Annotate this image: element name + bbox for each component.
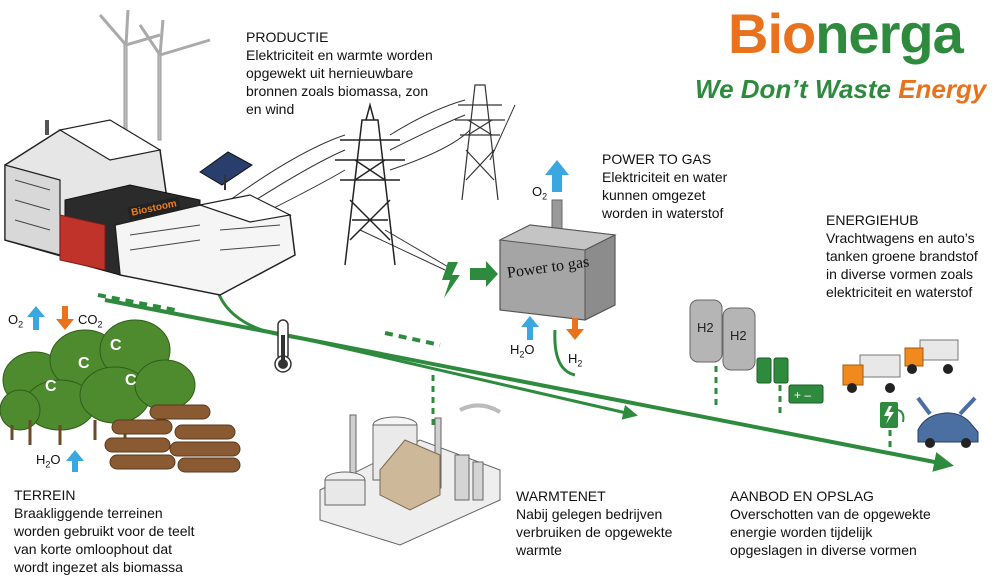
co2-label-terrein: CO2 [78,312,103,330]
pylon-small [455,84,505,201]
tree-carbon-letter: C [110,337,122,354]
warmtenet-block: WARMTENET Nabij gelegen bedrijven verbru… [516,487,672,559]
solar-panel-icon [199,151,253,190]
terrein-block: TERREIN Braakliggende terreinen worden g… [14,486,195,576]
h2-arrow-down-icon [566,318,584,340]
warmtenet-text: Nabij gelegen bedrijven verbruiken de op… [516,506,673,558]
terrein-o2-arrow-icon [27,306,45,330]
tree-carbon-letter: C [125,372,137,389]
warmtenet-heading: WARMTENET [516,488,606,504]
trucks-icon [842,339,959,393]
productie-block: PRODUCTIE Elektriciteit en warmte worden… [246,28,433,118]
aanbod-heading: AANBOD EN OPSLAG [730,488,874,504]
pylon-large [335,102,405,266]
aanbod-block: AANBOD EN OPSLAG Overschotten van de opg… [730,487,931,559]
h2-branch-line [553,329,576,377]
power-to-gas-text: Elektriciteit en water kunnen omgezet wo… [602,169,728,221]
h2o-label-terrein: H2O [36,452,61,470]
terrein-water-arrow-icon [66,450,84,472]
power-to-gas-block: POWER TO GAS Elektriciteit en water kunn… [602,150,727,222]
trees-icon [0,319,196,445]
energiehub-block: ENERGIEHUB Vrachtwagens en auto’s tanken… [826,211,978,301]
flow-dashed-mid [384,331,441,347]
main-flow-arrow [104,298,954,472]
o2-label-ptg: O2 [532,184,548,202]
bionerga-logo: Bionerga [728,4,988,64]
terrein-text: Braakliggende terreinen worden gebruikt … [14,505,195,575]
chem-arrows [27,160,584,472]
batteries-icon: + – [756,357,824,404]
energiehub-heading: ENERGIEHUB [826,212,919,228]
svg-text:+ –: + – [794,388,811,402]
factory-icon [319,403,502,546]
car-icon [916,396,979,448]
hydrogen-tanks-icon [689,299,756,371]
power-to-gas-box [498,199,617,321]
thermometer-icon [274,319,292,373]
h2o-label-ptg: H2O [510,342,535,360]
slogan-part1: We Don’t Waste [695,74,899,104]
productie-text: Elektriciteit en warmte worden opgewekt … [246,47,433,117]
slogan-part2: Energy [898,74,987,104]
slogan: We Don’t Waste Energy [695,74,986,105]
tree-carbon-letter: C [78,355,90,372]
wood-logs-icon [104,404,241,473]
h2-label-ptg: H2 [568,351,583,369]
logo-part-bio: Bio [728,2,816,65]
wind-turbines-icon [98,9,211,141]
h2-tank-label: H2 [730,328,747,343]
power-to-gas-heading: POWER TO GAS [602,151,712,167]
energiehub-text: Vrachtwagens en auto’s tanken groene bra… [826,230,978,300]
power-lines [229,99,516,271]
o2-arrow-up-icon [545,160,569,192]
water-arrow-up-icon [521,316,539,340]
green-arrow-right-icon [470,261,498,287]
productie-heading: PRODUCTIE [246,29,329,45]
electricity-icon [442,262,460,298]
terrein-co2-arrow-icon [56,306,74,330]
terrein-heading: TERREIN [14,487,76,503]
h2-tank-label: H2 [697,320,714,335]
aanbod-text: Overschotten van de opgewekte energie wo… [730,506,931,558]
charging-station-icon [880,402,905,428]
o2-label-terrein: O2 [8,312,24,330]
logo-part-nerga: nerga [815,2,963,65]
tree-carbon-letter: C [45,378,57,395]
